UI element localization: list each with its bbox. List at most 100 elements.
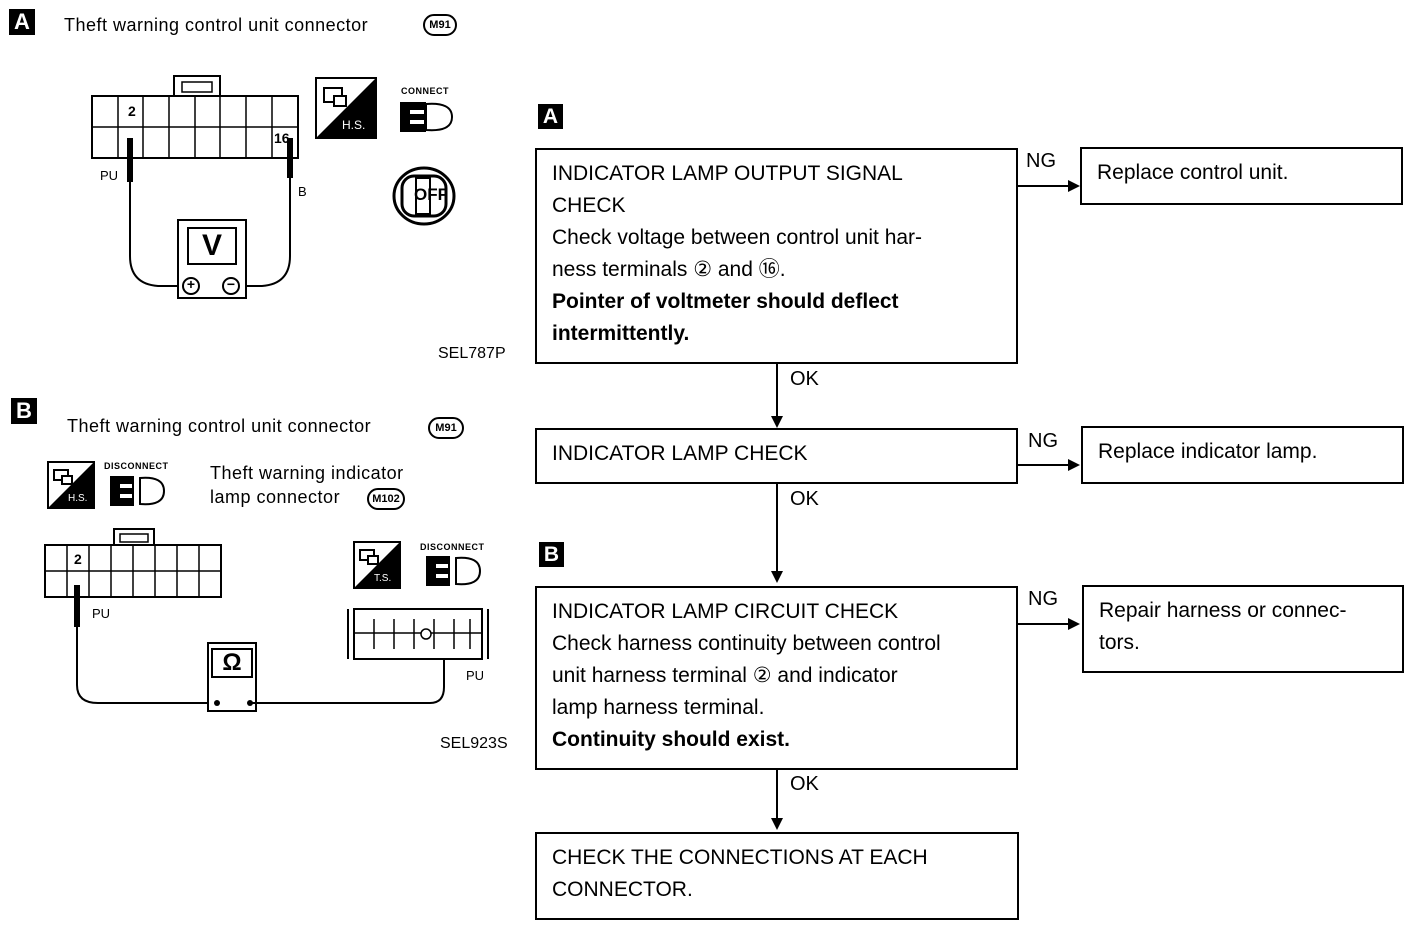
section-a-wire-pu: PU	[100, 168, 119, 183]
section-a-connector-diagram	[91, 75, 299, 299]
step1-ng-box-text: Replace control unit.	[1097, 161, 1289, 184]
step1-ng-arrow	[1068, 180, 1080, 192]
step3-line5: Continuity should exist.	[552, 728, 791, 751]
step3-terminal-2: ②	[752, 664, 772, 687]
step1-line2: CHECK	[552, 194, 626, 217]
section-a-ignition-label: OFF	[414, 185, 448, 204]
step1-line6: intermittently.	[552, 322, 690, 345]
section-a-reference: SEL787P	[438, 345, 506, 362]
step1-terminal-2: ②	[693, 258, 713, 281]
step3-line2: Check harness continuity between control	[552, 632, 941, 655]
section-a-wire-b: B	[298, 184, 307, 199]
step3-box: INDICATOR LAMP CIRCUIT CHECK Check harne…	[535, 586, 1018, 770]
step3-line3b: and indicator	[771, 664, 898, 687]
step1-ok-label: OK	[790, 368, 819, 390]
section-b-title-text: Theft warning control unit connector	[67, 416, 372, 436]
section-a-ignition-graphic	[392, 166, 456, 226]
step1-line3: Check voltage between control unit har-	[552, 226, 923, 249]
section-a-hs-icon: H.S.	[315, 77, 377, 139]
step2-ng-line	[1018, 464, 1070, 466]
step1-ng-box: Replace control unit.	[1080, 147, 1403, 205]
section-b-lamp-title-2: lamp connector	[210, 487, 341, 507]
step3-ng-label: NG	[1028, 588, 1058, 610]
step1-line5: Pointer of voltmeter should deflect	[552, 290, 899, 313]
step3-line3a: unit harness terminal	[552, 664, 753, 687]
section-b-wire-pu-right: PU	[466, 668, 485, 683]
step4-line1: CHECK THE CONNECTIONS AT EACH	[552, 846, 928, 869]
section-b-lamp-code-badge: M102	[367, 488, 405, 510]
section-b-circuit-diagram	[44, 528, 489, 712]
step1-line4a: ness terminals	[552, 258, 694, 281]
section-a-connector-code-badge: M91	[423, 14, 457, 36]
flow-marker-b: B	[539, 542, 564, 567]
section-a-hs-icon-graphic	[315, 77, 377, 139]
step3-line4: lamp harness terminal.	[552, 696, 765, 719]
section-b-ts-icon-graphic	[353, 541, 401, 589]
section-a-title: Theft warning control unit connector	[64, 15, 368, 36]
step2-ng-box: Replace indicator lamp.	[1081, 426, 1404, 484]
step3-ng-arrow	[1068, 618, 1080, 630]
step2-ok-line	[776, 484, 778, 572]
step3-ng-box-line2: tors.	[1099, 631, 1140, 654]
step3-ng-box: Repair harness or connec- tors.	[1082, 585, 1404, 673]
section-b-hs-label: H.S.	[68, 493, 88, 504]
section-b-hs-icon: H.S.	[47, 461, 95, 509]
step2-line1: INDICATOR LAMP CHECK	[552, 442, 808, 465]
step3-ok-arrow	[771, 818, 783, 830]
step3-ng-box-line1: Repair harness or connec-	[1099, 599, 1347, 622]
section-b-wire-pu-left: PU	[92, 606, 111, 621]
section-b-reference: SEL923S	[440, 735, 508, 752]
section-a-ignition-off-icon: OFF	[392, 166, 456, 226]
step4-box: CHECK THE CONNECTIONS AT EACH CONNECTOR.	[535, 832, 1019, 920]
section-b-ts-label: T.S.	[374, 573, 392, 584]
step1-ok-line	[776, 364, 778, 418]
section-a-voltmeter-label: V	[201, 229, 222, 262]
step1-line4c: .	[779, 258, 786, 281]
step3-line1: INDICATOR LAMP CIRCUIT CHECK	[552, 600, 899, 623]
section-a-marker: A	[9, 9, 35, 35]
section-b-lamp-code: M102	[372, 493, 400, 505]
section-b-disconnect-label-2: DISCONNECT	[420, 542, 485, 552]
section-b-title: Theft warning control unit connector	[67, 416, 371, 437]
section-b-pin-2: 2	[74, 551, 82, 567]
section-a-connect-icon	[400, 102, 454, 132]
section-a-hs-label: H.S.	[342, 118, 366, 132]
step1-ng-line	[1018, 185, 1070, 187]
section-a-connector-code: M91	[429, 19, 451, 31]
step1-box: INDICATOR LAMP OUTPUT SIGNAL CHECK Check…	[535, 148, 1018, 364]
section-a-pin-16: 16	[274, 130, 290, 146]
step3-ok-label: OK	[790, 773, 819, 795]
section-a-pin-2: 2	[128, 103, 136, 119]
section-b-disconnect-icon-1	[110, 476, 166, 506]
step1-line4: ness terminals ② and ⑯.	[552, 254, 1016, 286]
section-a-minus-terminal: −	[226, 276, 236, 292]
step1-terminal-16: ⑯	[758, 258, 780, 281]
section-b-connector-code-badge: M91	[428, 417, 464, 439]
section-b-ts-icon: T.S.	[353, 541, 401, 589]
section-b-connector-code: M91	[435, 422, 457, 434]
section-b-marker: B	[11, 398, 37, 424]
step1-line1: INDICATOR LAMP OUTPUT SIGNAL	[552, 162, 903, 185]
step2-ng-arrow	[1068, 459, 1080, 471]
section-b-hs-icon-graphic	[47, 461, 95, 509]
step3-ok-line	[776, 770, 778, 820]
section-a-title-text: Theft warning control unit connector	[64, 15, 369, 35]
step2-ok-arrow	[771, 571, 783, 583]
flow-marker-a: A	[538, 104, 563, 129]
step2-ng-label: NG	[1028, 430, 1058, 452]
step3-line3: unit harness terminal ② and indicator	[552, 660, 1016, 692]
step4-line2: CONNECTOR.	[552, 878, 693, 901]
section-b-ohmmeter-label: Ω	[222, 649, 242, 676]
section-b-lamp-title-1: Theft warning indicator	[210, 463, 404, 483]
step2-ok-label: OK	[790, 488, 819, 510]
step1-ok-arrow	[771, 416, 783, 428]
section-b-disconnect-label-1: DISCONNECT	[104, 461, 169, 471]
section-b-disconnect-icon-2	[426, 556, 482, 586]
step2-ng-box-text: Replace indicator lamp.	[1098, 440, 1318, 463]
section-a-connect-label: CONNECT	[401, 86, 449, 96]
step1-line4b: and	[712, 258, 759, 281]
step1-ng-label: NG	[1026, 150, 1056, 172]
section-a-plus-terminal: +	[186, 276, 196, 292]
step3-ng-line	[1018, 623, 1070, 625]
step2-box: INDICATOR LAMP CHECK	[535, 428, 1018, 484]
